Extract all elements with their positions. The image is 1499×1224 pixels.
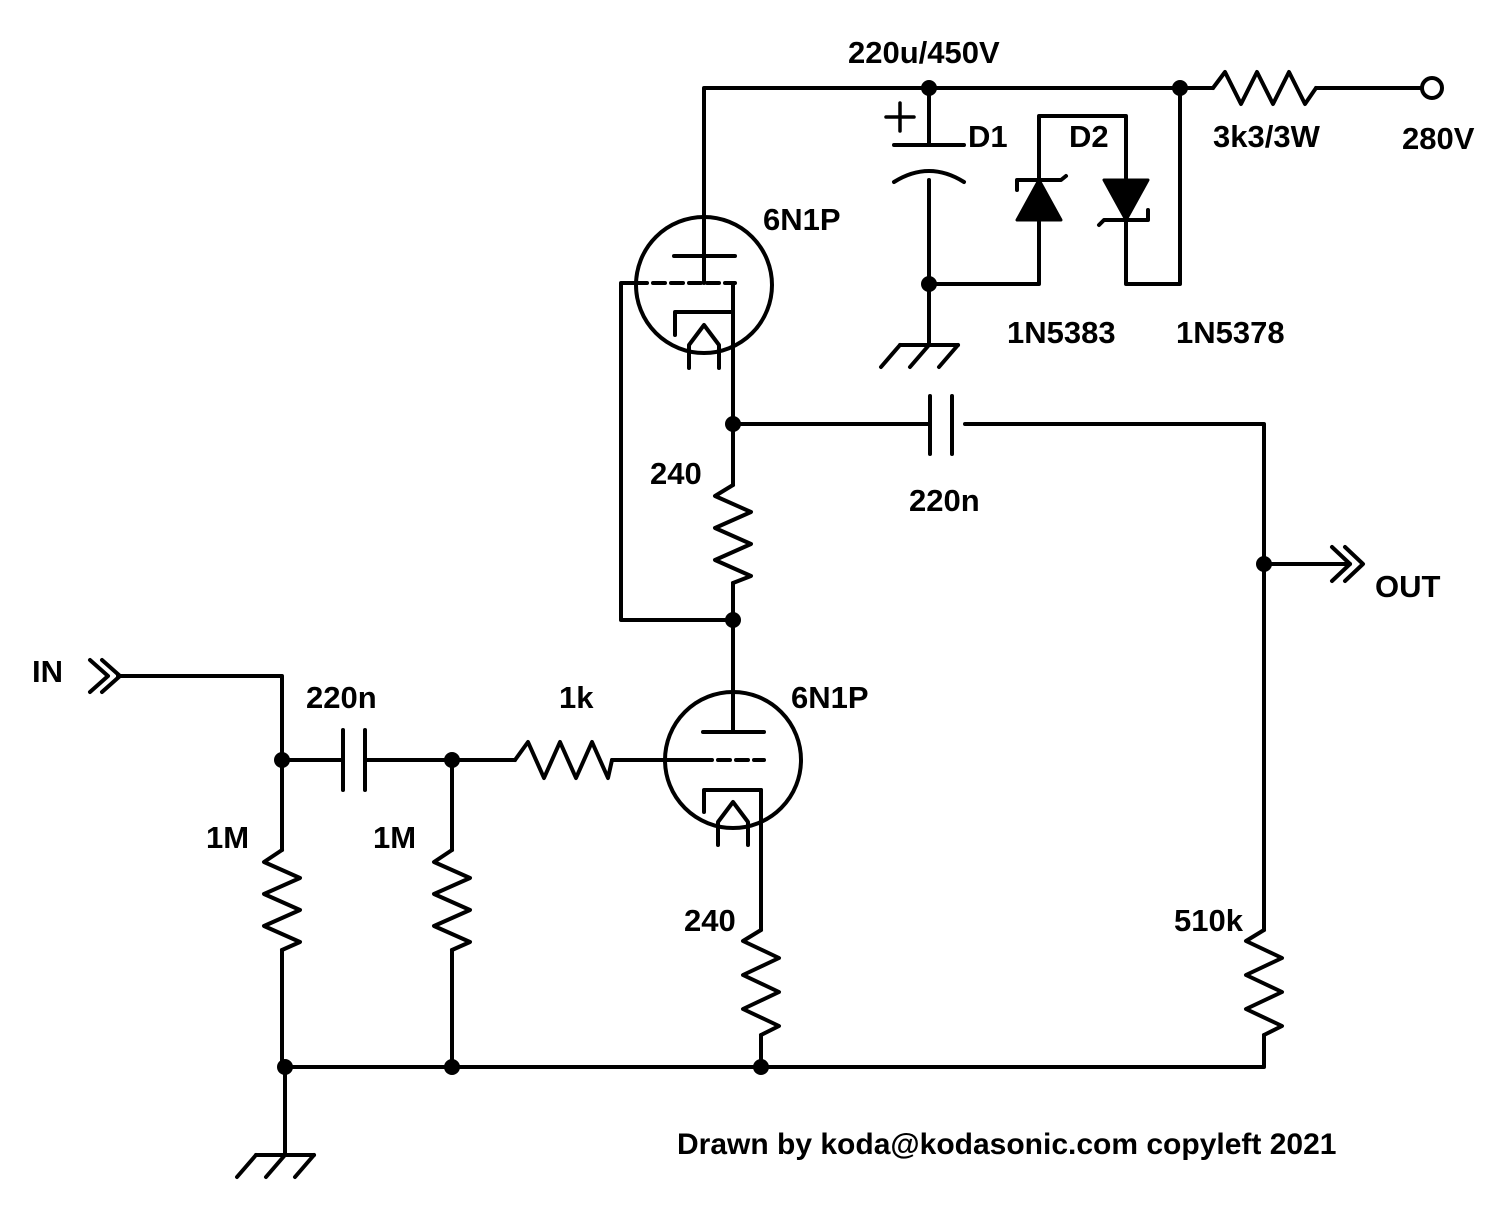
resistor-input (262, 848, 302, 952)
labels: 220u/450V 280V 3k3/3W D1 D2 1N5383 1N537… (32, 35, 1475, 1161)
label-r-grid-leak: 1M (373, 820, 416, 855)
label-cap-output: 220n (909, 483, 980, 518)
input-arrow (88, 658, 122, 694)
resistor-upper-cathode (713, 483, 753, 585)
resistor-grid-leak (432, 848, 472, 952)
capacitor-reservoir (884, 101, 966, 184)
junction-dots (274, 80, 1272, 1075)
label-d1-ref: D1 (968, 119, 1008, 154)
resistor-grid-stopper (513, 740, 614, 780)
label-input: IN (32, 654, 63, 689)
label-r-input: 1M (206, 820, 249, 855)
label-r-lower-cathode: 240 (684, 903, 736, 938)
label-tube-upper: 6N1P (763, 202, 841, 237)
label-supply: 280V (1402, 121, 1475, 156)
credit-line: Drawn by koda@kodasonic.com copyleft 202… (677, 1128, 1336, 1161)
zener-diode-d2 (1097, 178, 1150, 227)
capacitor-input (341, 728, 367, 792)
label-r-upper-cathode: 240 (650, 456, 702, 491)
label-d1-part: 1N5383 (1007, 315, 1116, 350)
label-r-grid-stop: 1k (559, 680, 594, 715)
resistor-supply (1211, 70, 1318, 106)
zener-diode-d1 (1015, 174, 1068, 222)
output-arrow (1330, 545, 1365, 583)
label-cap-input: 220n (306, 680, 377, 715)
triode-lower (662, 690, 803, 847)
supply-terminal (1420, 76, 1444, 100)
resistor-output-load (1244, 928, 1284, 1037)
triode-upper (633, 215, 774, 370)
label-tube-lower: 6N1P (791, 680, 869, 715)
label-cap-reservoir: 220u/450V (848, 35, 1000, 70)
label-d2-part: 1N5378 (1176, 315, 1285, 350)
label-output: OUT (1375, 569, 1441, 604)
label-r-supply: 3k3/3W (1213, 119, 1321, 154)
label-r-output-load: 510k (1174, 903, 1244, 938)
ground-symbol-bottom (235, 1153, 316, 1179)
label-d2-ref: D2 (1069, 119, 1109, 154)
capacitor-output (928, 394, 954, 456)
resistor-lower-cathode (741, 928, 781, 1037)
ground-symbol-top (879, 343, 960, 369)
